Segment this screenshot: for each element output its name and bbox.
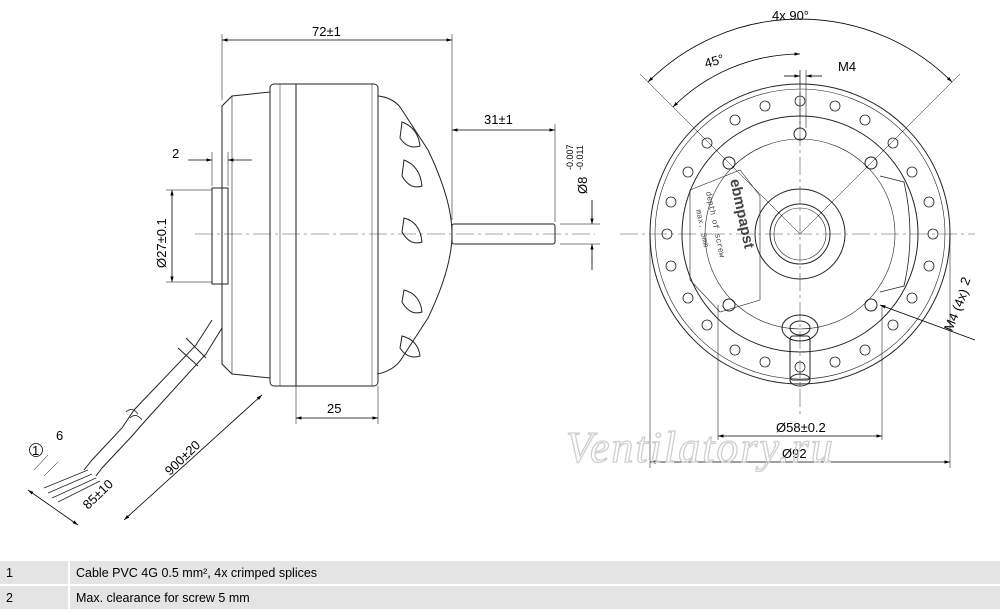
notes-table: 1 Cable PVC 4G 0.5 mm², 4x crimped splic… xyxy=(0,561,1000,611)
domed-end xyxy=(377,95,453,375)
side-bracket xyxy=(879,175,911,293)
note-number: 2 xyxy=(0,585,70,611)
leader-m4-4x xyxy=(879,304,976,341)
rotor-drum xyxy=(269,83,379,387)
front-view xyxy=(620,70,975,415)
dim-6-label: 6 xyxy=(56,428,63,443)
note-number: 1 xyxy=(0,561,70,586)
technical-drawing: 72±1 31±1 2 25 6 1 Ø8 -0.007 -0.011 Ø27±… xyxy=(27,8,976,526)
dim-25-label: 25 xyxy=(327,401,341,416)
bearing-boss xyxy=(754,188,846,280)
depth-note-line1: depth of screw xyxy=(703,191,726,259)
side-dimensions xyxy=(27,34,600,526)
callout-1-label: 1 xyxy=(32,443,39,458)
cooling-slots xyxy=(399,121,423,358)
dim-cable-label: 900±20 xyxy=(162,437,204,478)
note-text: Cable PVC 4G 0.5 mm², 4x crimped splices xyxy=(69,561,1000,586)
label-plate xyxy=(689,169,761,313)
dim-arc-4x90 xyxy=(647,18,953,83)
cable xyxy=(43,319,223,503)
cable-gland xyxy=(781,314,819,387)
dim-92-label: Ø92 xyxy=(782,446,807,461)
dim-shaft-tol-upper: -0.007 xyxy=(565,144,575,170)
side-view xyxy=(43,83,595,503)
dim-hub-label: Ø27±0.1 xyxy=(154,218,169,268)
dim-line-cable xyxy=(123,394,263,521)
depth-note-line2: max. 5mm xyxy=(693,209,710,249)
mounting-holes xyxy=(722,127,878,312)
dim-72-label: 72±1 xyxy=(312,24,341,39)
table-row: 2 Max. clearance for screw 5 mm xyxy=(0,585,1000,611)
hub-body xyxy=(211,187,229,285)
dim-arc-45 xyxy=(672,52,801,108)
dim-m4-4x-label: M4 (4x) xyxy=(941,287,971,333)
dim-shaft-label: Ø8 xyxy=(575,177,590,194)
dim-45-label: 45° xyxy=(703,51,726,71)
dim-line-85 xyxy=(27,489,79,526)
callout-2-label: 2 xyxy=(957,275,974,287)
callout-circle-1 xyxy=(29,443,43,457)
table-row: 1 Cable PVC 4G 0.5 mm², 4x crimped splic… xyxy=(0,561,1000,586)
dim-4x90-label: 4x 90° xyxy=(772,8,809,23)
shaft xyxy=(451,223,556,245)
dim-shaft-tol-lower: -0.011 xyxy=(575,145,585,170)
flange-outline xyxy=(221,91,271,379)
dim-2-label: 2 xyxy=(172,146,179,161)
brand-logo: ebmpapst xyxy=(726,177,757,250)
dim-58-label: Ø58±0.2 xyxy=(776,420,826,435)
dim-m4-label: M4 xyxy=(838,59,856,74)
dim-31-label: 31±1 xyxy=(484,112,513,127)
watermark: Ventilatory.ru xyxy=(566,423,835,472)
note-text: Max. clearance for screw 5 mm xyxy=(69,585,1000,611)
front-dimensions xyxy=(639,18,976,468)
